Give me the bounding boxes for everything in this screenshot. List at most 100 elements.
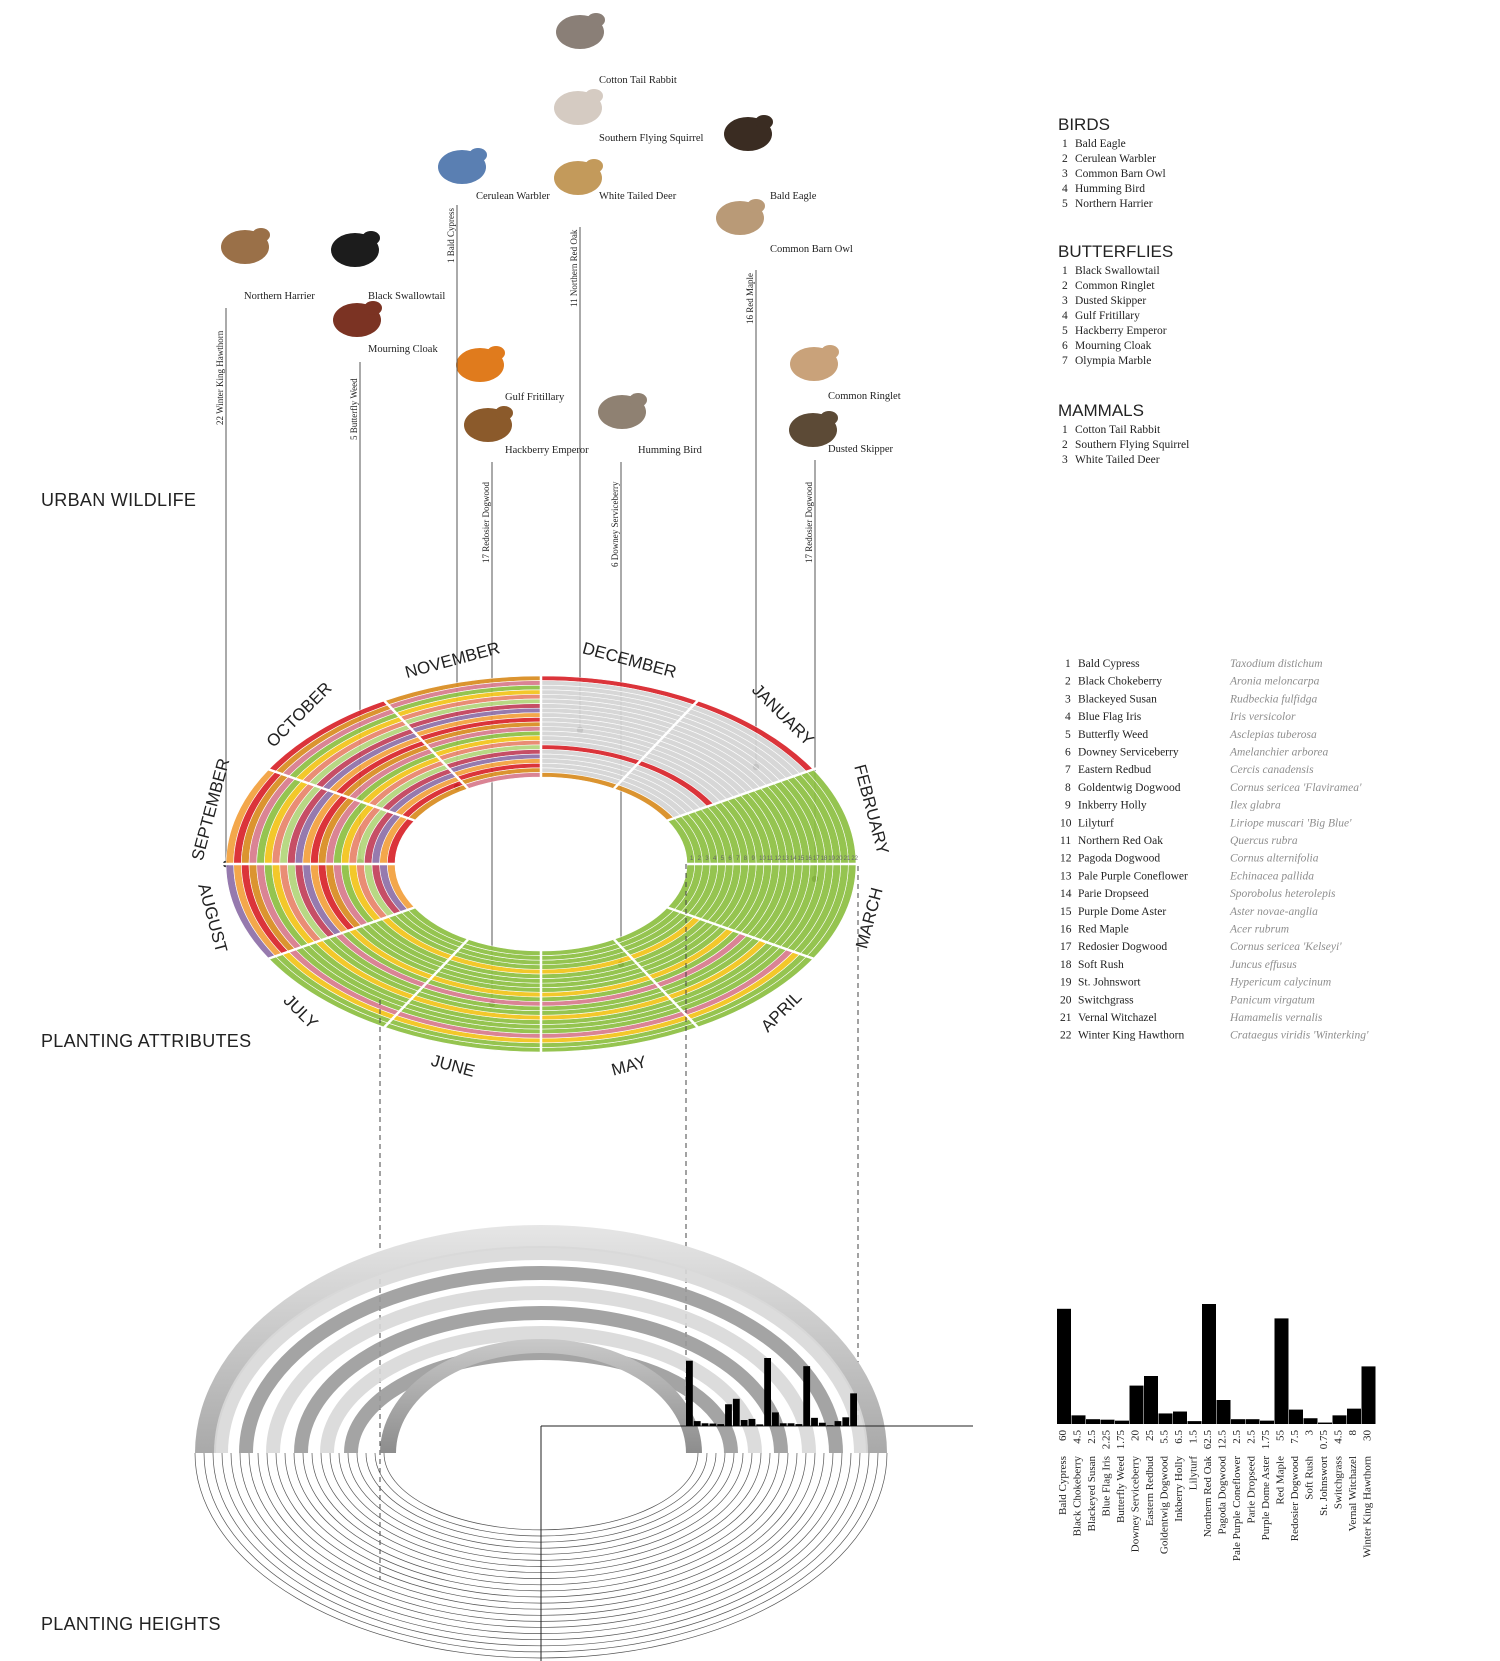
- shell-height-bar: [709, 1423, 717, 1426]
- ring-number: 5: [721, 856, 725, 862]
- plant-legend-number: 4: [1065, 711, 1071, 723]
- mammals-legend-item: White Tailed Deer: [1075, 454, 1160, 466]
- bar-category-label: Northern Red Oak: [1202, 1456, 1214, 1538]
- bar-category-label: Downey Serviceberry: [1130, 1456, 1142, 1553]
- plant-legend-latin: Amelanchier arborea: [1229, 747, 1329, 759]
- month-divider: [380, 696, 469, 790]
- bar-category-label: Purple Dome Aster: [1260, 1456, 1272, 1541]
- bar-category-label: Pagoda Dogwood: [1217, 1456, 1229, 1535]
- plant-legend-number: 6: [1065, 747, 1071, 759]
- birds-legend-item: Bald Eagle: [1075, 138, 1126, 150]
- ring-number: 7: [736, 856, 740, 862]
- shell-tier: [239, 1266, 843, 1454]
- plant-legend-name: Blackeyed Susan: [1078, 693, 1157, 705]
- animal-label: Mourning Cloak: [368, 344, 438, 355]
- bar-value-label: 55: [1275, 1430, 1287, 1442]
- month-label: JULY: [280, 991, 322, 1033]
- month-divider: [667, 906, 818, 962]
- butterflies-legend-number: 3: [1062, 295, 1068, 307]
- plant-legend-latin: Cornus sericea 'Kelseyi': [1230, 941, 1342, 953]
- bar-value-label: 30: [1362, 1430, 1374, 1442]
- plant-legend-latin: Ilex glabra: [1229, 800, 1281, 812]
- ring-number: 4: [713, 856, 717, 862]
- ring-number: 1: [690, 856, 694, 862]
- bar-value-label: 60: [1057, 1430, 1069, 1442]
- ring-number: 14: [790, 856, 797, 862]
- animal-label: Hackberry Emperor: [505, 445, 589, 456]
- shell-height-bar: [818, 1422, 826, 1426]
- height-bar: [1347, 1408, 1361, 1424]
- plant-legend-latin: Cercis canadensis: [1230, 764, 1314, 776]
- animal-label: Southern Flying Squirrel: [599, 133, 703, 144]
- plant-legend-number: 1: [1065, 658, 1071, 670]
- month-label: MAY: [609, 1052, 648, 1080]
- height-bar: [1057, 1308, 1071, 1424]
- butterflies-legend-item: Dusted Skipper: [1075, 295, 1146, 307]
- bar-category-label: Switchgrass: [1333, 1456, 1345, 1509]
- height-bar: [1361, 1366, 1376, 1424]
- shell-height-bar: [686, 1360, 693, 1426]
- plant-legend-name: Bald Cypress: [1078, 658, 1140, 670]
- plant-legend-name: Purple Dome Aster: [1078, 906, 1166, 918]
- bar-value-label: 2.25: [1101, 1430, 1113, 1450]
- plant-legend-number: 3: [1065, 693, 1071, 705]
- height-shell-3d: [194, 1225, 973, 1661]
- shell-height-bar: [779, 1423, 787, 1426]
- ring-number: 2: [698, 856, 702, 862]
- plant-legend-name: St. Johnswort: [1078, 977, 1141, 989]
- bar-value-label: 4.5: [1333, 1430, 1345, 1444]
- plant-legend-latin: Acer rubrum: [1229, 924, 1289, 936]
- height-bar: [1086, 1419, 1100, 1424]
- shell-height-bar: [826, 1425, 834, 1426]
- bar-category-label: Blue Flag Iris: [1101, 1456, 1113, 1517]
- month-label: NOVEMBER: [403, 638, 502, 682]
- month-label: MARCH: [852, 886, 886, 951]
- legend-title-butterflies: BUTTERFLIES: [1058, 242, 1173, 261]
- plant-legend-name: Lilyturf: [1078, 817, 1114, 829]
- shell-height-bar: [842, 1417, 850, 1426]
- plant-legend-name: Pale Purple Coneflower: [1078, 870, 1188, 882]
- bar-category-label: Eastern Redbud: [1144, 1456, 1156, 1526]
- animal-label: Black Swallowtail: [368, 291, 445, 302]
- shell-tier: [320, 1326, 762, 1454]
- plant-legend-latin: Hamamelis vernalis: [1229, 1012, 1323, 1024]
- month-divider: [380, 938, 469, 1032]
- plant-legend-name: Black Chokeberry: [1078, 676, 1162, 688]
- animal-label: Common Barn Owl: [770, 244, 853, 255]
- plant-legend-number: 17: [1060, 941, 1072, 953]
- shell-height-bar: [834, 1421, 842, 1426]
- shell-height-bar: [693, 1421, 701, 1426]
- plant-legend-latin: Aster novae-anglia: [1229, 906, 1318, 918]
- height-bar: [1187, 1421, 1202, 1424]
- butterfly-icon: [789, 411, 838, 447]
- bar-category-label: Lilyturf: [1188, 1456, 1200, 1491]
- mammals-legend-number: 1: [1062, 424, 1068, 436]
- plant-legend-number: 2: [1065, 676, 1071, 688]
- shell-inner-wall: [380, 1339, 702, 1453]
- plant-legend-name: Parie Dropseed: [1078, 888, 1149, 900]
- plant-legend-latin: Hypericum calycinum: [1229, 977, 1331, 989]
- section-title-planting-attributes: PLANTING ATTRIBUTES: [41, 1031, 251, 1051]
- link-plant-tag: 6 Downey Serviceberry: [610, 481, 620, 567]
- plant-legend-number: 16: [1060, 924, 1072, 936]
- plant-legend-name: Redosier Dogwood: [1078, 941, 1167, 953]
- height-bar: [1231, 1419, 1245, 1424]
- bar-category-label: Parie Dropseed: [1246, 1456, 1258, 1524]
- birds-legend-number: 2: [1062, 153, 1068, 165]
- butterfly-icon: [790, 345, 839, 381]
- bar-value-label: 62.5: [1202, 1430, 1214, 1450]
- butterflies-legend-item: Black Swallowtail: [1075, 265, 1160, 277]
- plant-legend-number: 10: [1060, 817, 1072, 829]
- bar-value-label: 3: [1304, 1430, 1316, 1436]
- birds-legend-item: Cerulean Warbler: [1075, 153, 1156, 165]
- month-label: DECEMBER: [581, 639, 679, 682]
- plant-legend-number: 5: [1065, 729, 1071, 741]
- bar-value-label: 12.5: [1217, 1430, 1229, 1450]
- birds-legend-number: 3: [1062, 168, 1068, 180]
- bar-category-label: Goldentwig Dogwood: [1159, 1456, 1171, 1555]
- height-bar: [1274, 1318, 1289, 1424]
- plant-legend-number: 14: [1060, 888, 1072, 900]
